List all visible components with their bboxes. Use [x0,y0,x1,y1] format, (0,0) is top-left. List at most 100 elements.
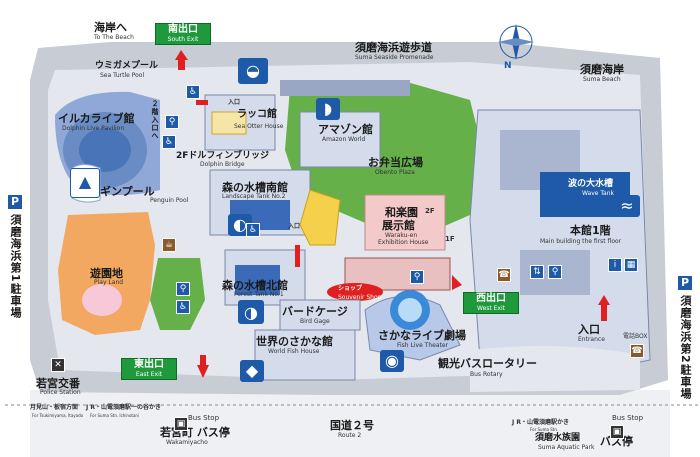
west-exit-en: West Exit [476,305,506,312]
bus-stop-jp-2: バス停 [600,435,633,448]
bus-stop-icon-2: ▣ [610,425,624,439]
floor-1f-label: 1F [445,235,455,243]
food-icon: ☕ [162,238,176,252]
waraku-label-2: 展示館 [382,219,415,232]
beach-label: 須磨海岸 [580,63,624,76]
jr-ichinotani-label: J R・山電須磨駅一の谷かき [86,404,161,411]
bus-stop-en-2: Bus Stop [612,414,644,422]
wave-tank-en: Wave Tank [582,190,615,197]
east-exit-label: 東出口 [134,359,164,370]
bus-rotary-en: Bus Rotary [470,371,503,378]
toilet-icon-3: ⚲ [548,265,562,279]
west-exit-label: 西出口 [476,293,506,304]
toilet-icon-4: ⚲ [410,270,424,284]
waraku-en-2: Exhibition House [378,239,429,246]
wakamiya-en: Wakamiyacho [166,439,208,446]
promenade-en: Suma Seaside Promenade [355,54,434,61]
south-exit-label: 南出口 [168,24,198,35]
forest-tank-2-label: 森の水槽南館 [222,181,288,194]
south-exit-en: South Exit [167,36,199,43]
jr-ichinotani-en: For Suma Stn. Ichinotani [90,413,140,418]
police-label: 若宮交番 [36,377,80,390]
bus-stop-en-1: Bus Stop [188,414,220,422]
locker-icon: ▦ [624,258,638,272]
live-theater-icon: ◉ [380,350,404,372]
route2-label: 国道２号 [330,419,374,432]
iriguchi-label-2: 入口 [288,223,301,230]
jr-suma-en: For Suma Stn. [530,427,559,432]
police-box-icon: ✕ [51,358,65,372]
entrance-label: 入口 [578,323,600,336]
waraku-label: 和楽園 [385,206,418,219]
parking-1-label: 須磨海浜第1駐車場 [9,214,22,319]
tsukimiyama-en: For Tsukimiyama, Itayado [32,413,84,418]
obento-label: お弁当広場 [368,156,423,169]
phone-box-label: 電話BOX [623,333,648,340]
penguin-pool-label: ペンギンプール [78,185,155,198]
bus-stop-icon-1: ▣ [174,417,188,431]
route2-en: Route 2 [338,432,362,439]
main-building-en: Main building the first floor [540,238,622,245]
world-fish-en: World Fish House [268,348,320,355]
waraku-en: Waraku-en [385,232,418,239]
dolphin-bridge-label: 2Fドルフィンブリッジ [176,151,269,161]
south-exit-sign: 南出口 South Exit [155,23,211,45]
route-arrows [175,50,610,378]
amazon-en: Amazon World [322,136,366,143]
sea-otter-icon: ◒ [238,58,268,84]
live-theater-label: さかなライブ劇場 [378,329,466,342]
souvenir-en: Souvenir Shop [338,294,382,301]
forest-tank-1-label: 森の水槽北館 [222,279,288,292]
promenade-label: 須磨海浜遊歩道 [355,41,432,54]
compass-north: N [504,61,512,71]
west-exit-sign: 西出口 West Exit [463,292,519,314]
bird-cage-label: バードケージ [282,305,348,318]
bird-cage-en: Bird Gage [300,318,330,325]
iriguchi-label-1: 入口 [228,99,241,106]
dolphin-pavilion-label: イルカライブ館 [58,112,135,125]
penguin-icon: ▲ [70,168,100,198]
to-beach-label: 海岸へ [94,21,127,34]
info-icon: i [608,258,622,272]
aqua-park-en: Suma Aquatic Park [538,444,595,451]
forest-tank-2-en: Landscape Tank No.2 [222,193,286,200]
dolphin-bridge-en: Dolphin Bridge [200,161,245,168]
amazon-label: アマゾン館 [318,123,373,136]
road-area [30,390,670,457]
forest-tank-1-en: Forest Tank No.1 [234,291,284,298]
seaturtle-label: ウミガメプール [95,61,159,71]
toilet-icon-1: ⚲ [165,115,179,129]
wave-tank-icon: ≈ [614,195,640,217]
wheelchair-icon-3: ♿ [246,223,260,237]
east-exit-en: East Exit [135,371,163,378]
wakamiya-label: 若宮町 バス停 [160,426,230,439]
parking-2-label: 須磨海浜第2駐車場 [679,295,692,400]
dolphin-pavilion-en: Dolphin Live Pavilion [62,125,125,132]
play-land-en: Play Land [94,279,124,286]
souvenir-label: ショップ [338,285,363,292]
seaturtle-en: Sea Turtle Pool [100,72,145,79]
parking-1-icon: P [8,195,22,209]
parking-2-icon: P [678,276,692,290]
bus-rotary-label: 観光バスロータリー [438,357,537,370]
main-building-label: 本館1階 [570,224,611,237]
restroom-icon: ♿ [186,85,200,99]
east-exit-sign: 東出口 East Exit [121,358,177,380]
live-theater-en: Fish Live Theater [397,342,449,349]
phone-icon: ☎ [497,268,511,282]
police-en: Police Station [40,389,81,396]
tsukimiyama-label: 月見山・板宿方面 [30,404,79,411]
wave-tank-label: 波の大水槽 [568,179,614,189]
aqua-park-label: 須磨水族園 [535,433,581,443]
beach-en: Suma Beach [583,76,621,83]
toilet-icon-2: ⚲ [176,282,190,296]
world-fish-icon: ◆ [240,360,264,382]
to-beach-en: To The Beach [94,34,134,41]
compass-icon [498,24,534,60]
obento-en: Obento Plaza [375,169,415,176]
forest-tank-1-icon: ◑ [238,300,264,324]
amazon-icon: ◗ [316,98,340,120]
sea-otter-label: ラッコ館 [237,109,277,120]
